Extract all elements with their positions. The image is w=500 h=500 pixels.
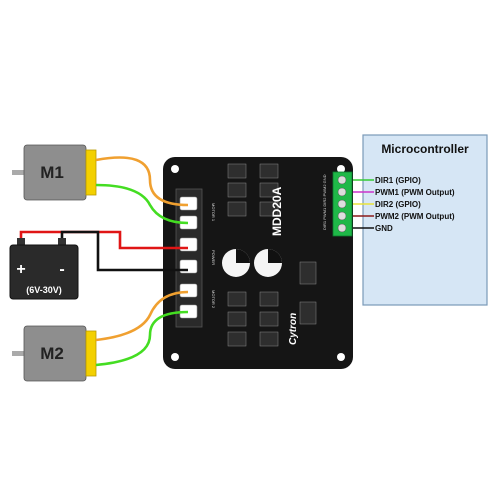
signal-screw (337, 223, 347, 233)
mosfet (259, 163, 279, 179)
motor-shaft (12, 351, 24, 356)
mount-hole (337, 353, 345, 361)
mount-hole (337, 165, 345, 173)
mosfet (227, 163, 247, 179)
wire-m1-a (95, 156, 189, 207)
silk-motor2: MOTOR 2 (211, 290, 216, 309)
mosfet (259, 201, 279, 217)
pin-label-dir1: DIR1 (GPIO) (375, 176, 421, 185)
wire-m2-b (95, 310, 189, 367)
motor-label-m2: M2 (40, 344, 64, 363)
capacitors (222, 249, 282, 277)
battery: + - (6V-30V) (9, 238, 79, 300)
motor-cap (85, 149, 97, 196)
signal-screw (337, 199, 347, 209)
power-wires (19, 230, 188, 272)
mosfet (259, 311, 279, 327)
battery-plus-sign: + (16, 261, 25, 278)
motor-label-m1: M1 (40, 163, 64, 182)
signal-wires (352, 179, 374, 229)
mosfet (227, 311, 247, 327)
terminal-block-output (175, 188, 203, 328)
wire-m2-a (95, 290, 189, 342)
microcontroller-title: Microcontroller (381, 142, 469, 156)
driver-ic (299, 261, 317, 285)
microcontroller: Microcontroller DIR1 (GPIO) PWM1 (PWM Ou… (362, 134, 488, 306)
pin-label-pwm1: PWM1 (PWM Output) (375, 188, 455, 197)
board-model: MDD20A (270, 186, 284, 236)
board-brand: Cytron (288, 313, 299, 345)
wire-m1-b (95, 183, 189, 225)
motor-cap (85, 330, 97, 377)
motor-m1: M1 (12, 144, 97, 201)
microcontroller-box (362, 134, 488, 306)
mosfet (259, 291, 279, 307)
terminal-screw (179, 196, 198, 211)
silk-pin-labels: DIR1 PWM1 DIR2 PWM2 GND (322, 174, 327, 230)
signal-screw (337, 175, 347, 185)
mosfet (259, 331, 279, 347)
terminal-screw (179, 283, 198, 298)
motor-shaft (12, 170, 24, 175)
mosfet (227, 182, 247, 198)
battery-minus-sign: - (59, 261, 64, 278)
mosfet (227, 331, 247, 347)
pin-label-dir2: DIR2 (GPIO) (375, 200, 421, 209)
mount-hole (171, 353, 179, 361)
mosfet (227, 291, 247, 307)
mount-hole (171, 165, 179, 173)
battery-voltage-label: (6V-30V) (26, 285, 62, 295)
mosfet (227, 201, 247, 217)
wire-power-positive (19, 230, 188, 250)
silk-motor1: MOTOR 1 (211, 203, 216, 222)
silk-power: POWER (211, 250, 216, 265)
mosfet (259, 182, 279, 198)
battery-body (9, 244, 79, 300)
motor-wires (95, 156, 189, 367)
driver-ic (299, 301, 317, 325)
motor-driver-board: MOTOR 1 POWER MOTOR 2 MD (163, 157, 353, 369)
battery-terminal-minus (58, 238, 66, 246)
pin-label-pwm2: PWM2 (PWM Output) (375, 212, 455, 221)
motor-m2: M2 (12, 325, 97, 382)
wire-power-negative (60, 230, 188, 272)
signal-screw (337, 211, 347, 221)
battery-terminal-plus (17, 238, 25, 246)
signal-screw (337, 187, 347, 197)
pin-label-gnd: GND (375, 224, 393, 233)
